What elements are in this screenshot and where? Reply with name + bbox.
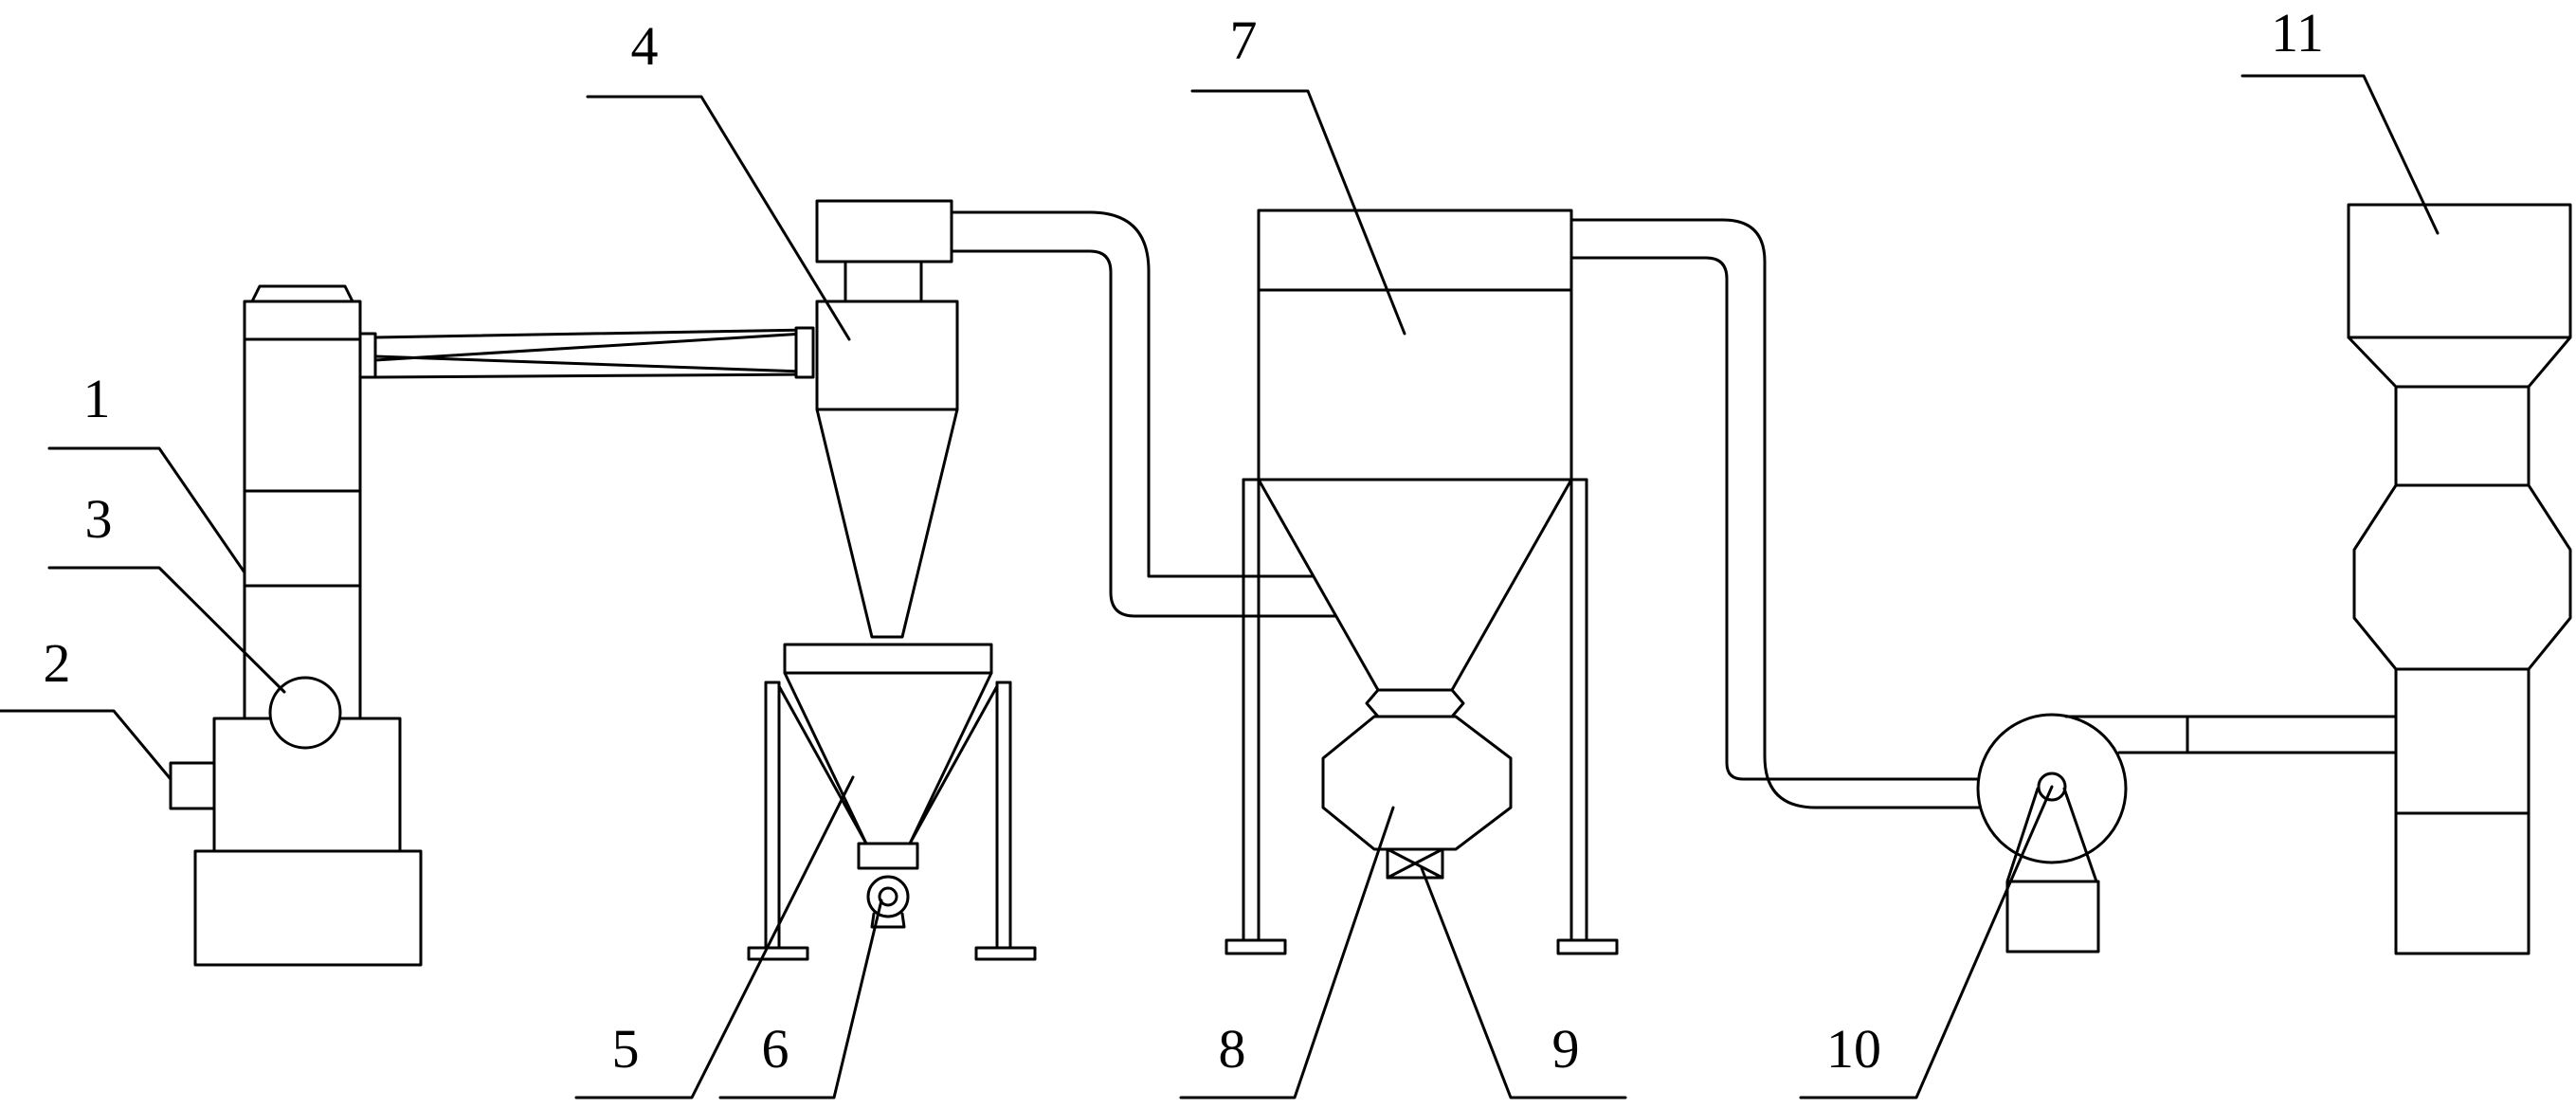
label-10: 10 [1826, 1018, 1881, 1080]
label-6: 6 [762, 1018, 789, 1080]
leader-lines [0, 74, 2440, 1099]
cyclone-separator [815, 199, 959, 639]
label-3: 3 [85, 488, 113, 550]
label-9: 9 [1552, 1018, 1580, 1080]
bag-filter [1225, 209, 1619, 955]
duct-tower-to-cyclone [358, 326, 815, 379]
label-7: 7 [1230, 9, 1258, 71]
duct-cyclone-to-filter [950, 210, 1340, 618]
label-5: 5 [612, 1018, 640, 1080]
label-4: 4 [631, 15, 659, 77]
exhaust-stack [2347, 203, 2572, 955]
label-1: 1 [83, 368, 111, 429]
duct-filter-to-fan [1569, 218, 1983, 809]
label-11: 11 [2271, 2, 2324, 64]
label-2: 2 [44, 632, 71, 694]
inspection-port [268, 676, 342, 750]
draft-fan [1976, 713, 2398, 954]
crusher-tower [169, 284, 423, 967]
label-8: 8 [1219, 1018, 1246, 1080]
feeder-inlet [169, 761, 216, 810]
receiving-hopper [747, 643, 1037, 961]
rotary-valve [866, 875, 910, 929]
part-numbers: 1 3 2 4 7 11 5 6 8 9 10 [44, 2, 2324, 1080]
